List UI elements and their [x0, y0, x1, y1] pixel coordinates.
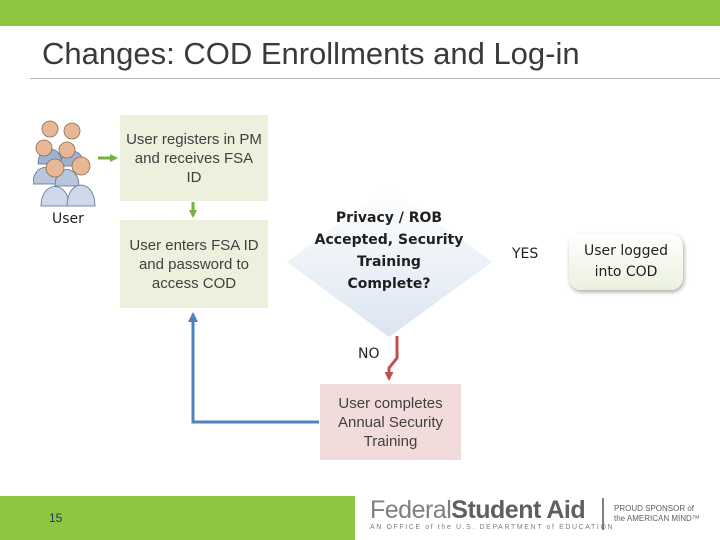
no-label: NO: [358, 346, 380, 362]
step-login-box: User enters FSA ID and password to acces…: [120, 220, 268, 308]
logo-divider: [602, 498, 604, 530]
logo-subtitle: AN OFFICE of the U.S. DEPARTMENT of EDUC…: [370, 524, 615, 531]
step-register-box: User registers in PM and receives FSA ID: [120, 115, 268, 201]
footer-accent-bar: [0, 496, 355, 540]
arrow-no-to-training: [384, 336, 399, 381]
result-box: User logged into COD: [569, 234, 683, 290]
step-register-text: User registers in PM and receives FSA ID: [126, 130, 262, 186]
yes-label: YES: [512, 246, 539, 262]
decision-diamond: [287, 187, 492, 337]
sponsor-line-1: PROUD SPONSOR of: [614, 504, 695, 513]
page-number: 15: [49, 511, 63, 525]
user-group-icon: [32, 120, 103, 208]
sponsor-line-2: the AMERICAN MIND™: [614, 514, 700, 523]
step-login-text: User enters FSA ID and password to acces…: [129, 236, 259, 292]
title-divider: [30, 78, 720, 79]
step-training-text: User completes Annual Security Training: [337, 394, 444, 450]
logo-federal: Federal: [370, 496, 452, 524]
arrow-training-to-login: [188, 312, 319, 424]
top-accent-bar: [0, 0, 720, 26]
federal-student-aid-logo: FederalStudent Aid AN OFFICE of the U.S.…: [368, 496, 720, 540]
logo-student-aid: Student Aid: [451, 496, 586, 524]
decision-text: Privacy / ROB Accepted, Security Trainin…: [314, 210, 464, 292]
user-label: User: [52, 211, 84, 227]
page-title: Changes: COD Enrollments and Log-in: [42, 36, 580, 71]
sponsor-text: PROUD SPONSOR of the AMERICAN MIND™: [614, 504, 700, 524]
result-text: User logged into COD: [583, 243, 669, 280]
logo-wordmark: FederalStudent Aid: [370, 496, 586, 525]
step-training-box: User completes Annual Security Training: [320, 384, 461, 460]
